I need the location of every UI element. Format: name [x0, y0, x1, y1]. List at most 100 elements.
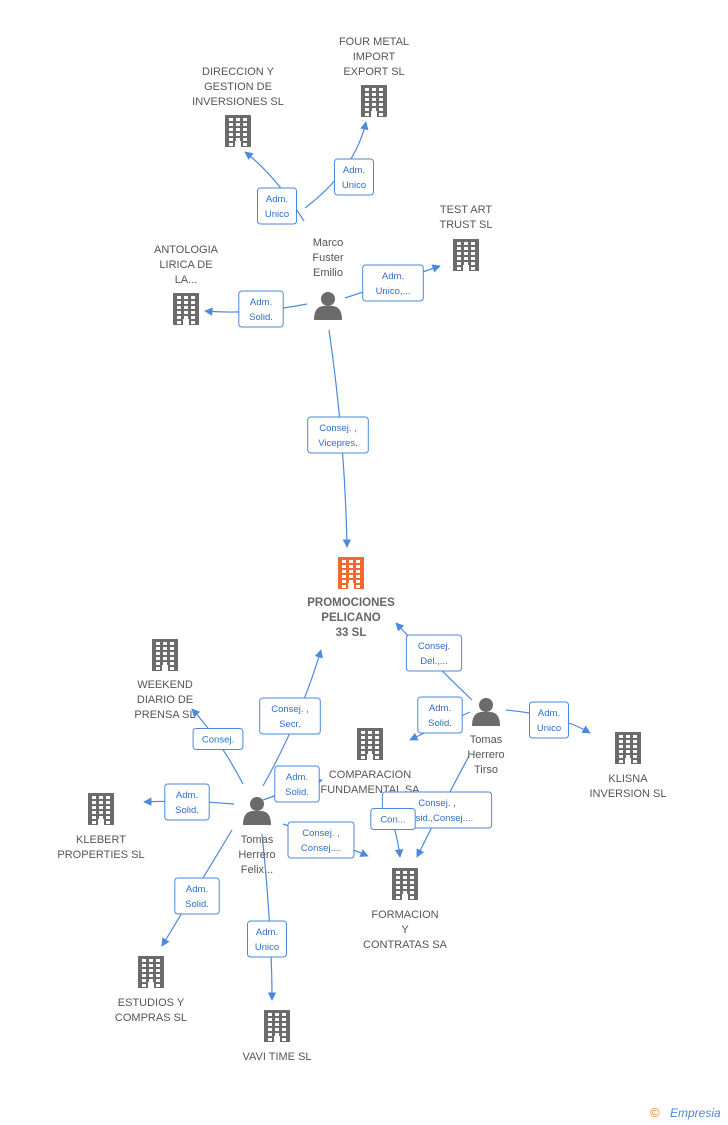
edge-label-marco-to-main[interactable]: Consej. ,Vicepres.: [307, 416, 369, 454]
edge-label-felix-to-main[interactable]: Consej. ,Secr.: [259, 697, 321, 735]
edge-label-tirso-to-main[interactable]: Consej.Del.,...: [405, 634, 463, 672]
edge-label-line: Adm.: [343, 165, 365, 176]
edge-label-tirso-to-comparacion[interactable]: Con...: [370, 808, 416, 830]
node-label-line: TEST ART: [440, 204, 492, 216]
edge-label-line: Unico: [537, 723, 561, 734]
edge-label-box: [257, 187, 297, 225]
node-label-line: INVERSIONES SL: [192, 96, 284, 108]
edge-labels-layer: Adm.UnicoAdm.UnicoAdm.Unico,...Adm.Solid…: [164, 158, 569, 958]
edge-label-box: [238, 290, 284, 328]
building-icon: [88, 793, 114, 825]
node-label-line: Felix...: [241, 864, 273, 876]
building-icon: [138, 956, 164, 988]
edge-label-marco-to-fourmetal[interactable]: Adm.Unico: [334, 158, 374, 196]
edge-label-box: [174, 877, 220, 915]
edge-label-line: Vicepres.: [318, 438, 357, 449]
node-label-line: COMPRAS SL: [115, 1012, 187, 1024]
edge-label-marco-to-antologia[interactable]: Adm.Solid.: [238, 290, 284, 328]
node-label-line: Fuster: [312, 252, 344, 264]
node-label-line: WEEKEND: [137, 679, 193, 691]
edge-label-felix-to-vavitime[interactable]: Adm.Unico: [247, 920, 287, 958]
edge-label-box: [287, 821, 355, 859]
node-label-line: TRUST SL: [440, 219, 493, 231]
node-label-line: DIRECCION Y: [202, 66, 275, 78]
building-icon: [361, 85, 387, 117]
node-label-line: Marco: [313, 237, 344, 249]
node-label-line: CONTRATAS SA: [363, 939, 448, 951]
edge-label-line: Secr.: [279, 719, 301, 730]
edge-label-felix-to-estudios[interactable]: Adm.Solid.: [174, 877, 220, 915]
edge-label-marco-to-direccion[interactable]: Adm.Unico: [257, 187, 297, 225]
edge-label-box: [259, 697, 321, 735]
node-label-line: Emilio: [313, 267, 343, 279]
node-label-line: FORMACION: [371, 909, 438, 921]
building-icon: [264, 1010, 290, 1042]
edge-label-tirso-to-klisna[interactable]: Adm. Unico: [529, 701, 569, 739]
edge-label-box: [164, 783, 210, 821]
edge-label-box: [247, 920, 287, 958]
company-name: VAVI TIME SL: [242, 1051, 311, 1063]
edge-label-line: Adm.: [256, 927, 278, 938]
edge-label-line: Consej....: [301, 843, 341, 854]
company-node-vavitime[interactable]: VAVI TIME SL: [242, 1010, 312, 1063]
node-label-line: PROMOCIONES: [307, 597, 395, 609]
edge-label-box: [370, 808, 416, 830]
person-node-felix[interactable]: TomasHerreroFelix...: [238, 797, 276, 876]
edge-label-felix-to-klebert[interactable]: Adm.Solid.: [164, 783, 210, 821]
edge-marco-to-direccion: [244, 151, 305, 222]
node-label-line: Tomas: [470, 734, 503, 746]
edge-label-felix-to-formacion[interactable]: Consej. , Consej....: [287, 821, 355, 859]
node-label-line: Tomas: [241, 834, 274, 846]
node-label-line: EXPORT SL: [343, 66, 404, 78]
edge-label-line: Consej. ,: [302, 828, 340, 839]
edge-label-marco-to-testart[interactable]: Adm.Unico,...: [362, 264, 424, 302]
edge-label-line: Solid.: [428, 718, 452, 729]
edge-label-line: Solid.: [285, 787, 309, 798]
node-label-line: LA...: [175, 274, 198, 286]
edge-label-felix-to-comparacion[interactable]: Adm.Solid.: [274, 765, 320, 803]
node-label-line: Herrero: [238, 849, 275, 861]
building-icon: [453, 239, 479, 271]
edge-label-line: Solid.: [185, 899, 209, 910]
company-node-testart[interactable]: TEST ART TRUST SL: [440, 204, 493, 271]
edge-label-line: Adm.: [538, 708, 560, 719]
edge-label-box: [417, 696, 463, 734]
building-icon: [225, 115, 251, 147]
company-name: TEST ART TRUST SL: [440, 204, 493, 231]
edge-label-felix-to-weekend[interactable]: Consej.: [192, 728, 244, 750]
node-label-line: DIARIO DE: [137, 694, 193, 706]
brand-name: Empresia: [670, 1106, 721, 1120]
edge-label-box: [274, 765, 320, 803]
node-label-line: LIRICA DE: [159, 259, 212, 271]
edge-label-tirso-to-comparacion[interactable]: Adm.Solid.: [417, 696, 463, 734]
node-label-line: FOUR METAL: [339, 36, 409, 48]
building-icon: [173, 293, 199, 325]
node-label-line: KLISNA: [608, 773, 648, 785]
edge-label-line: Adm.: [176, 790, 198, 801]
